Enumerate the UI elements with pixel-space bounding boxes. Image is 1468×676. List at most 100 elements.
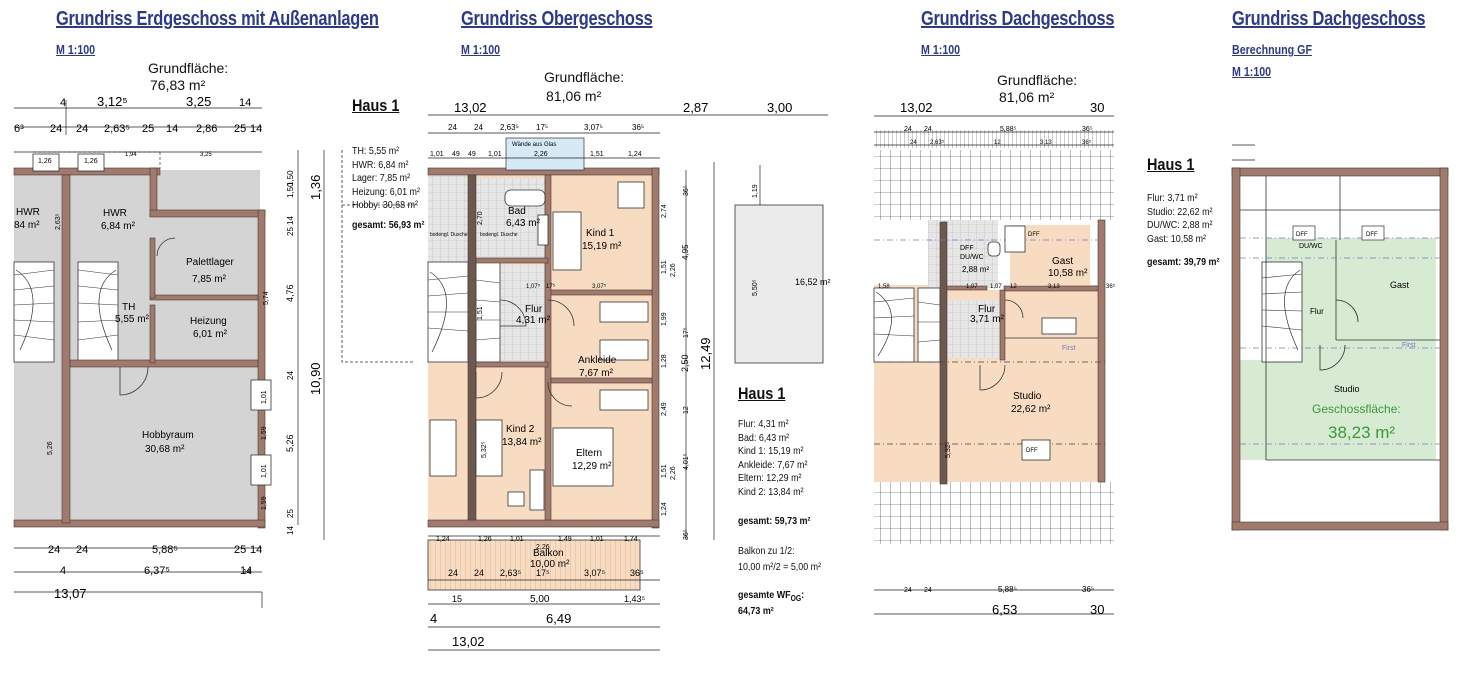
og-haus-total: gesamt: 59,73 m² (738, 515, 811, 527)
og-dim: 3,07⁵ (584, 568, 606, 578)
og-dim: 1,01 (510, 536, 524, 543)
eg-room-hobby-area: 30,68 m² (145, 444, 185, 455)
eg-dim: 1,59 (261, 426, 268, 440)
og-dim: 1,51 (661, 260, 668, 274)
og-dim: 17⁵ (683, 327, 690, 338)
og-dim: 24 (474, 568, 484, 578)
eg-room-hwr2-name: HWR (103, 208, 127, 219)
og-dim: 2,70 (477, 211, 484, 225)
eg-dim: 14 (250, 123, 262, 135)
eg-room-th-name: TH (122, 302, 135, 313)
dg-dim-left: 13,02 (900, 100, 933, 115)
eg-dim: 25 (234, 544, 246, 556)
og-dim: 12 (683, 406, 690, 414)
og-room-kind2-name: Kind 2 (506, 424, 535, 435)
gf-plan-subtitle: Berechnung GF (1232, 42, 1312, 57)
list-item: Heizung: 6,01 m² (352, 185, 420, 198)
eg-dim: 1,26 (38, 158, 52, 165)
eg-dim: 1,50 (286, 170, 295, 186)
og-room-dusche1: bodengl. Dusche (430, 232, 468, 238)
og-room-bad-area: 6,43 m² (506, 218, 541, 229)
eg-dim: 14 (166, 123, 178, 135)
og-balkon-note: Balkon zu 1/2: (738, 544, 795, 557)
list-item: Ankleide: 7,67 m² (738, 458, 808, 471)
eg-haus-total: gesamt: 56,93 m² (352, 218, 425, 231)
dg-dim: 24 (910, 140, 917, 146)
eg-dim: 10,90 (308, 362, 323, 395)
dg-dim-right: 30 (1090, 100, 1104, 115)
list-item: Studio: 22,62 m² (1147, 205, 1213, 218)
og-dim: 24 (474, 123, 483, 132)
og-dim: 4,95 (681, 244, 690, 260)
og-dim: 2,50 (680, 354, 690, 372)
eg-room-heizung-area: 6,01 m² (193, 329, 228, 340)
og-window-dim: 2,26 (534, 151, 548, 158)
og-wf-total: gesamte WFOG: (738, 589, 821, 606)
list-item: Flur: 4,31 m² (738, 418, 789, 430)
og-room-ankleide-name: Ankleide (578, 355, 617, 366)
og-dim: 24 (448, 568, 458, 578)
eg-room-th-area: 5,55 m² (115, 314, 150, 325)
og-wf-sub: OG (790, 593, 802, 603)
og-dim: 2,49 (661, 402, 668, 416)
og-dim: 3,07⁵ (592, 283, 607, 290)
og-area-value: 81,06 m² (546, 88, 602, 104)
dg-dim: 1,58 (878, 284, 890, 290)
gf-room-gast: Gast (1390, 280, 1410, 290)
dg-room-dff3: DFF (1026, 448, 1038, 454)
og-dim: 6,49 (546, 611, 571, 626)
list-item: Lager: 7,85 m² (352, 172, 411, 184)
eg-dim: 4 (60, 565, 66, 577)
og-dim: 1,28 (661, 354, 668, 368)
dg-dim: 36⁵ (1082, 139, 1092, 146)
dg-dim: 36⁵ (1082, 126, 1093, 133)
eg-dim-outer: 1,36 (308, 175, 323, 200)
dg-room-gast-area: 10,58 m² (1048, 268, 1088, 279)
og-side-box-dim2: 5,50⁵ (752, 279, 759, 296)
eg-plan-title: Grundriss Erdgeschoss mit Außenanlagen (56, 8, 379, 30)
dg-room-flur-area: 3,71 m² (970, 314, 1005, 325)
dg-dim: 1,07 (990, 284, 1002, 290)
dg-dim: 12 (1010, 284, 1017, 290)
og-dim: 1,51 (590, 151, 604, 158)
eg-dim: 25 (286, 509, 295, 518)
gf-plan: DFF DU/WC DFF Gast Flur First Studio Ges… (1231, 144, 1449, 531)
dg-area-value: 81,06 m² (999, 89, 1055, 105)
eg-room-hwr1-name: HWR (16, 207, 40, 218)
eg-dim: 14 (250, 544, 262, 556)
dg-dim: 36⁵ (1106, 283, 1116, 290)
gf-area-value: 38,23 m² (1328, 423, 1395, 442)
og-plan-scale: M 1:100 (461, 42, 501, 57)
og-dim: 1,01 (590, 536, 604, 543)
og-dim: 36⁵ (683, 185, 690, 196)
eg-room-hwr1-area: 84 m² (14, 220, 40, 231)
og-dim: 49 (468, 151, 476, 158)
eg-dim: 3,25 (200, 152, 212, 158)
eg-dim: 24 (48, 544, 60, 556)
eg-dim: 5,26 (285, 434, 295, 452)
dg-room-studio-area: 22,62 m² (1011, 404, 1051, 415)
og-dim: 3,07⁵ (584, 123, 603, 132)
gf-room-studio: Studio (1334, 384, 1360, 394)
og-side-box-dim1: 1,19 (752, 184, 759, 198)
og-room-eltern-name: Eltern (576, 448, 602, 459)
eg-dim: 5,26 (47, 441, 54, 455)
og-dim: 1,01 (430, 151, 444, 158)
dg-haus-title: Haus 1 (1147, 155, 1195, 174)
og-dim: 1,51 (661, 464, 668, 478)
eg-dim: 2,63⁵ (104, 123, 130, 135)
dg-dim: 3,13 (1048, 284, 1060, 290)
dg-dim: 5,32⁵ (945, 441, 952, 458)
og-dim: 1,01 (488, 151, 502, 158)
dg-dim: 3,13 (1040, 140, 1052, 146)
og-dim: 1,24 (661, 502, 668, 516)
gf-first-label: First (1402, 342, 1416, 349)
eg-dim: 14 (286, 526, 295, 535)
eg-haus-title: Haus 1 (352, 96, 400, 115)
og-dim: 1,74 (624, 536, 638, 543)
og-room-bad-name: Bad (508, 206, 526, 217)
gf-room-dff2: DFF (1366, 232, 1378, 238)
eg-room-palette-name: Palettlager (186, 257, 234, 268)
og-dim: 36⁵ (632, 123, 644, 132)
